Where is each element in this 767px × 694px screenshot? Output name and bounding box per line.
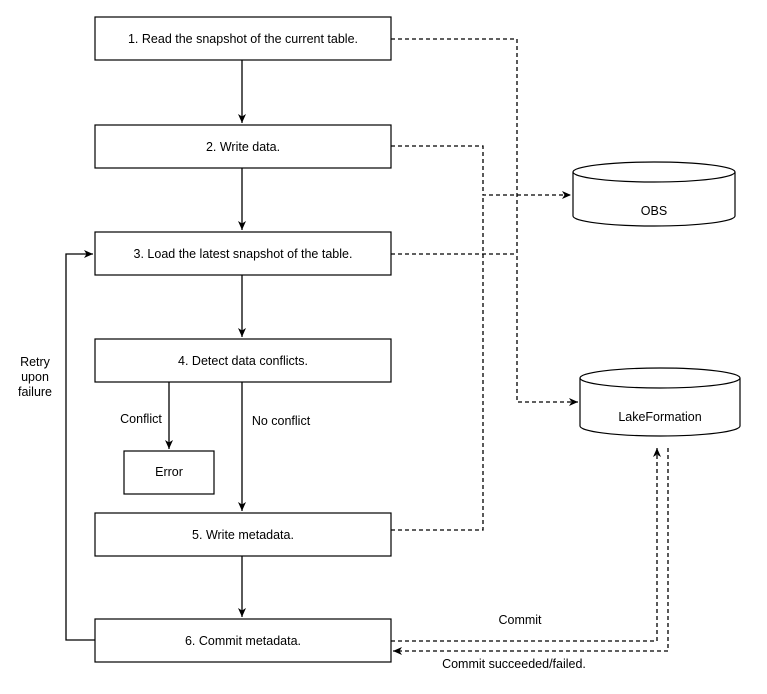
error-box: Error xyxy=(123,450,215,495)
main-flow-arrows xyxy=(65,60,246,641)
retry-label-line-1: Retry xyxy=(20,355,51,369)
commit-label: Commit xyxy=(498,613,542,627)
step-6-box: 6. Commit metadata. xyxy=(94,618,392,663)
step-3-box: 3. Load the latest snapshot of the table… xyxy=(94,231,392,276)
retry-loop-arrow xyxy=(65,250,95,641)
step-4-label: 4. Detect data conflicts. xyxy=(178,354,308,368)
retry-label-line-2: upon xyxy=(21,370,49,384)
step2-to-obs-link xyxy=(391,145,571,199)
lakeformation-storage-icon: LakeFormation xyxy=(579,367,741,437)
obs-label: OBS xyxy=(641,204,667,218)
obs-storage-icon: OBS xyxy=(572,161,736,227)
commit-result-label: Commit succeeded/failed. xyxy=(442,657,586,671)
step-2-label: 2. Write data. xyxy=(206,140,280,154)
step5-to-obs-link xyxy=(391,195,484,531)
step-3-label: 3. Load the latest snapshot of the table… xyxy=(134,247,353,261)
lakeformation-label: LakeFormation xyxy=(618,410,701,424)
step-6-label: 6. Commit metadata. xyxy=(185,634,301,648)
error-label: Error xyxy=(155,465,183,479)
retry-label-line-3: failure xyxy=(18,385,52,399)
step-2-box: 2. Write data. xyxy=(94,124,392,169)
step-5-box: 5. Write metadata. xyxy=(94,512,392,557)
dashed-storage-links xyxy=(391,38,669,655)
step-1-box: 1. Read the snapshot of the current tabl… xyxy=(94,16,392,61)
step-4-box: 4. Detect data conflicts. xyxy=(94,338,392,383)
commit-result-arrow xyxy=(393,448,669,655)
step-1-label: 1. Read the snapshot of the current tabl… xyxy=(128,32,358,46)
no-conflict-label: No conflict xyxy=(252,414,311,428)
commit-arrow xyxy=(391,448,661,642)
step1-to-lakeformation-link xyxy=(391,38,578,406)
conflict-label: Conflict xyxy=(120,412,162,426)
step-5-label: 5. Write metadata. xyxy=(192,528,294,542)
